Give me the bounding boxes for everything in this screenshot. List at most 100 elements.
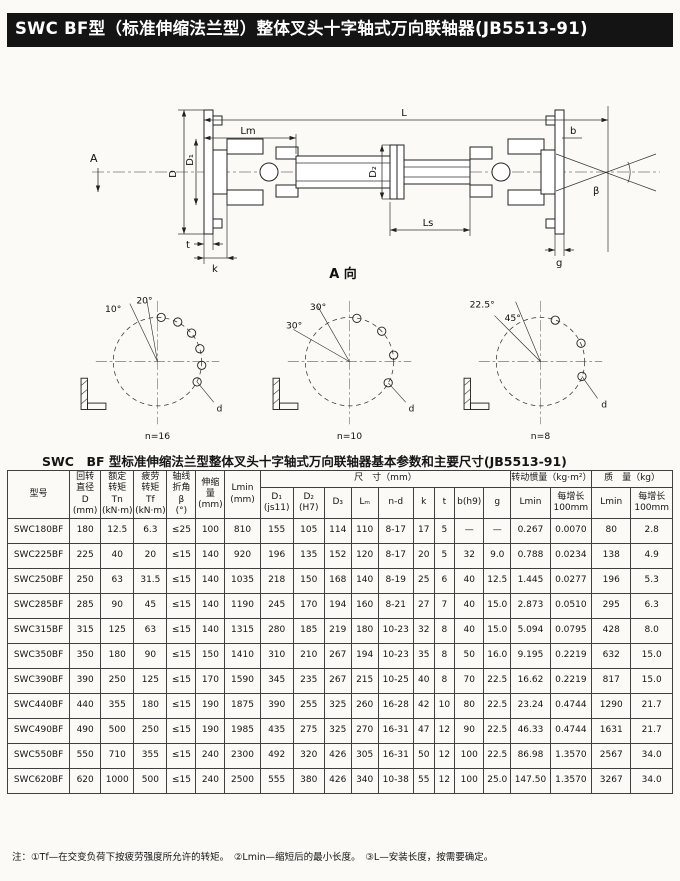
value-cell: 140 (195, 618, 226, 644)
value-cell: — (454, 518, 485, 544)
value-cell: 435 (259, 718, 294, 744)
value-cell: 80 (591, 518, 632, 544)
value-cell: 355 (133, 743, 168, 769)
dim-L-label: L (401, 108, 407, 119)
value-cell: 218 (259, 568, 294, 594)
value-cell: ≤15 (166, 718, 197, 744)
value-cell: 490 (69, 718, 102, 744)
table-header: 型号回转 直径 D (mm)额定 转矩 Tn (kN·m)疲劳 转矩 Tf (k… (6, 469, 673, 519)
value-cell: 140 (195, 543, 226, 569)
value-cell: 70 (454, 668, 485, 694)
dim-Ls: Ls (389, 186, 471, 236)
value-cell: 320 (292, 743, 325, 769)
value-cell: 1985 (224, 718, 261, 744)
column-header: 疲劳 转矩 Tf (kN·m) (133, 470, 168, 519)
value-cell: 55 (412, 768, 435, 794)
value-cell: 817 (591, 668, 632, 694)
bolt-holes (550, 315, 587, 381)
value-cell: 22.5 (483, 743, 512, 769)
value-cell: 21.7 (630, 718, 673, 744)
value-cell: 105 (292, 518, 325, 544)
dim-g: g (545, 234, 574, 269)
value-cell: 1315 (224, 618, 261, 644)
value-cell: 80 (454, 693, 485, 719)
bolt-circle (495, 317, 586, 407)
value-cell: 2567 (591, 743, 632, 769)
value-cell: 8 (433, 643, 456, 669)
value-cell: 196 (591, 568, 632, 594)
value-cell: 63 (133, 618, 168, 644)
value-cell: 428 (591, 618, 632, 644)
value-cell: 42 (412, 693, 435, 719)
column-subheader: b(h9) (454, 487, 485, 519)
value-cell: 16.62 (510, 668, 551, 694)
value-cell: 16-31 (377, 743, 414, 769)
value-cell: 250 (69, 568, 102, 594)
value-cell: ≤15 (166, 543, 197, 569)
dim-D2-label: D₂ (368, 166, 379, 178)
value-cell: 20 (412, 543, 435, 569)
value-cell: 350 (69, 643, 102, 669)
value-cell: 16-28 (377, 693, 414, 719)
value-cell: 196 (259, 543, 294, 569)
value-cell: 380 (292, 768, 325, 794)
bolt-holes (351, 313, 398, 388)
flange-section (463, 377, 490, 410)
value-cell: 168 (323, 568, 352, 594)
value-cell: 1590 (224, 668, 261, 694)
value-cell: 90 (133, 643, 168, 669)
hole-diameter-label: d (216, 403, 222, 414)
value-cell: 27 (412, 593, 435, 619)
flange-view-n10: 30° 30° d n=10 (272, 300, 414, 442)
value-cell: 135 (292, 543, 325, 569)
value-cell: 180 (100, 643, 135, 669)
value-cell: 0.0795 (549, 618, 593, 644)
footnote: 注：①Tf—在交变负荷下按疲劳强度所允许的转矩。 ②Lmin—缩短后的最小长度。… (12, 852, 494, 863)
value-cell: 390 (259, 693, 294, 719)
value-cell: 5.3 (630, 568, 673, 594)
column-header: Lmin (mm) (224, 470, 261, 519)
column-subheader: 每增长 100mm (630, 487, 673, 519)
beta-label: β (593, 186, 599, 197)
value-cell: 185 (292, 618, 325, 644)
value-cell: 2.8 (630, 518, 673, 544)
value-cell: 110 (350, 518, 379, 544)
value-cell: 1875 (224, 693, 261, 719)
model-cell: SWC315BF (6, 618, 71, 644)
value-cell: 5 (433, 543, 456, 569)
value-cell: 190 (195, 718, 226, 744)
angle-label: 30° (285, 320, 301, 331)
value-cell: ≤15 (166, 668, 197, 694)
column-subheader: Lmin (510, 487, 551, 519)
hole-count-label: n=10 (336, 431, 361, 442)
value-cell: 12 (433, 718, 456, 744)
column-header: 质 量（kg） (591, 469, 673, 489)
value-cell: 25.0 (483, 768, 512, 794)
view-a-label: A 向 (329, 266, 357, 282)
value-cell: 267 (323, 643, 352, 669)
column-header: 轴线 折角 β (°) (166, 470, 197, 519)
dim-b-label: b (570, 126, 576, 137)
angle-label: 20° (136, 296, 152, 307)
value-cell: 180 (133, 693, 168, 719)
value-cell: 1190 (224, 593, 261, 619)
value-cell: 10 (433, 693, 456, 719)
column-header: 尺 寸（mm） (259, 469, 512, 489)
value-cell: 0.0234 (549, 543, 593, 569)
value-cell: 22.5 (483, 718, 512, 744)
spec-table-wrap: 型号回转 直径 D (mm)额定 转矩 Tn (kN·m)疲劳 转矩 Tf (k… (6, 469, 673, 794)
column-subheader: D₃ (323, 487, 352, 519)
column-header: 回转 直径 D (mm) (69, 470, 102, 519)
value-cell: 6.3 (630, 593, 673, 619)
value-cell: 100 (454, 743, 485, 769)
value-cell: 2.873 (510, 593, 551, 619)
value-cell: 245 (259, 593, 294, 619)
